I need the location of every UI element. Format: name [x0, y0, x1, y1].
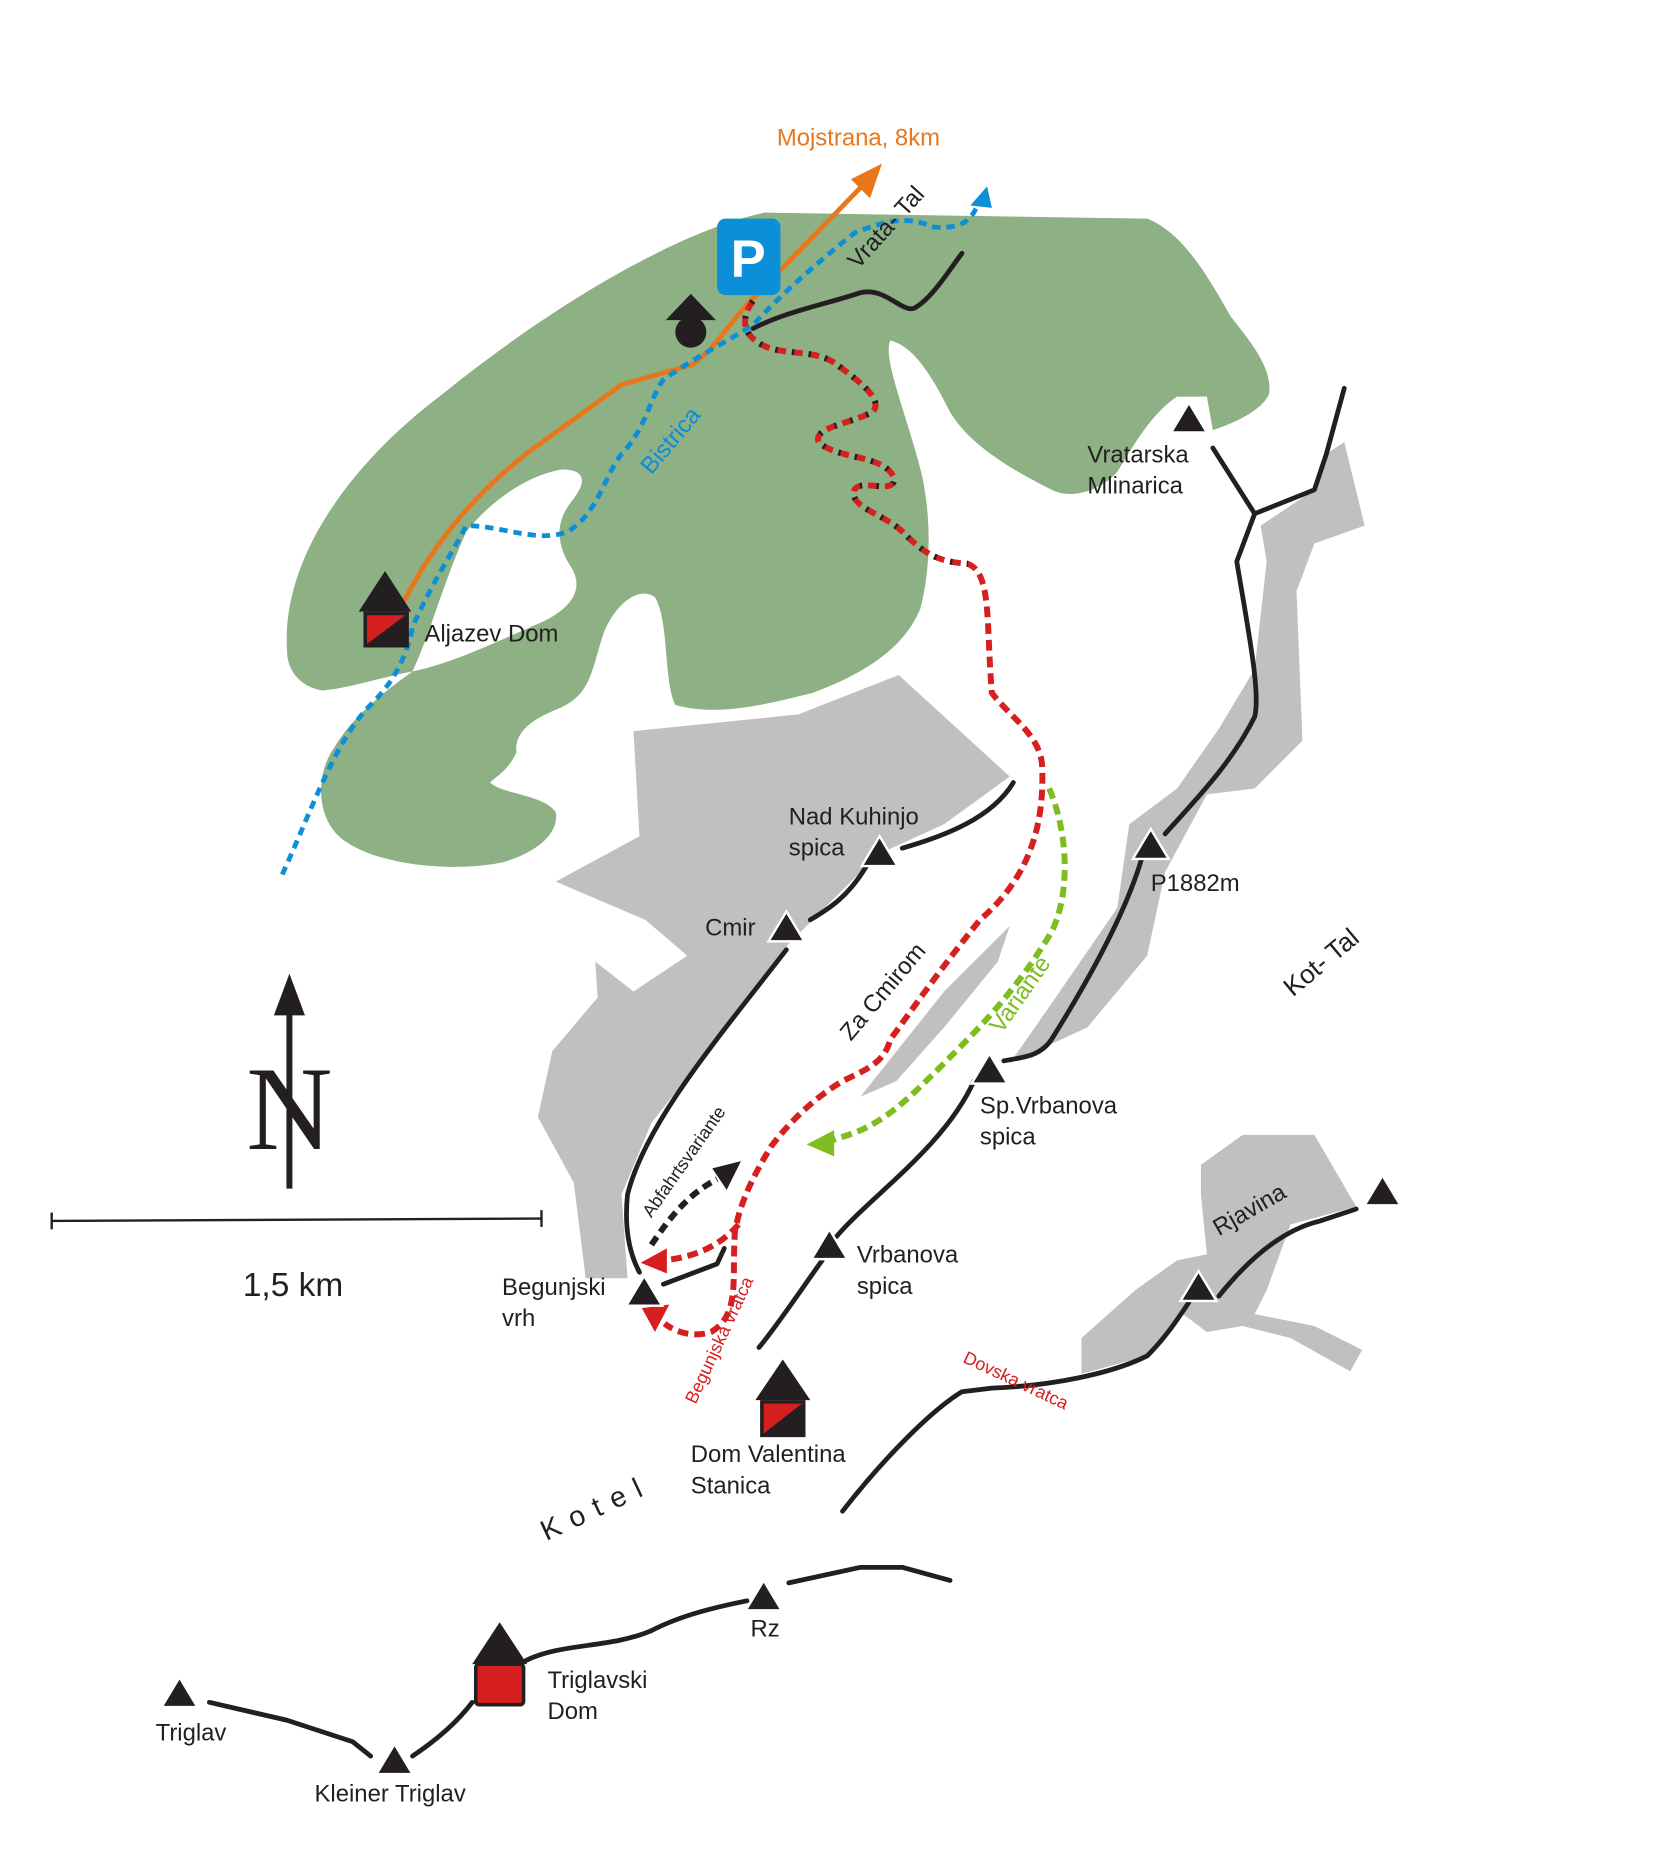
- stream-bistrica: [280, 204, 980, 876]
- label-vrbanova-spica: spica: [857, 1273, 913, 1300]
- parking-icon: P: [717, 218, 781, 296]
- ridge-vrata: [750, 250, 965, 331]
- label-mlinarica: Mlinarica: [1087, 472, 1183, 499]
- peak-rz-icon: [743, 1578, 784, 1612]
- label-vratarska: Vratarska: [1087, 441, 1189, 468]
- label-begunjska-vratca: Begunjska vratca: [681, 1274, 757, 1407]
- peak-p1882-icon: [1130, 826, 1171, 861]
- label-triglavski-dom: Dom: [547, 1698, 597, 1725]
- peak-begunjski-icon: [624, 1273, 665, 1307]
- forest-area: [286, 212, 1270, 867]
- svg-text:P: P: [731, 230, 766, 289]
- label-p1882: P1882m: [1151, 870, 1240, 897]
- hut-triglavski-dom-icon: [472, 1622, 528, 1707]
- hut-aljazev-dom-icon: [358, 571, 412, 648]
- trail-abfahrtsvariante: [648, 1176, 719, 1247]
- trail-variante: [829, 787, 1068, 1144]
- label-stanica: Stanica: [691, 1472, 771, 1499]
- trail-arrow-icon: [641, 1304, 670, 1333]
- label-sp-vrbanova: Sp.Vrbanova: [980, 1092, 1118, 1119]
- trail-branch-arrow-icon: [640, 1248, 667, 1274]
- label-triglav: Triglav: [156, 1720, 227, 1747]
- road-mojstrana: [400, 183, 865, 605]
- peak-vratarska-icon: [1168, 400, 1209, 434]
- label-cmir: Cmir: [705, 914, 755, 941]
- label-aljazev-dom: Aljazev Dom: [424, 621, 558, 648]
- peak-nad-kuhinjo-icon: [859, 833, 900, 868]
- ridge-rjavina: [1216, 1206, 1359, 1299]
- peak-rjavina-icon: [1178, 1268, 1219, 1303]
- label-begunjski-vrh: vrh: [502, 1305, 535, 1332]
- rock-area-east: [1009, 442, 1365, 1064]
- label-mojstrana: Mojstrana, 8km: [777, 125, 940, 152]
- peak-sp-vrbanova-icon: [969, 1051, 1010, 1085]
- label-rz: Rz: [751, 1616, 780, 1643]
- ridge-cmir: [807, 863, 869, 923]
- ridge-begunjski-east: [660, 1245, 727, 1287]
- ridge-rz: [786, 1564, 953, 1586]
- label-dom-valentina: Dom Valentina: [691, 1441, 847, 1468]
- variante-arrow-icon: [806, 1130, 835, 1157]
- ridge-dovska: [840, 1299, 1192, 1514]
- hut-dom-valentina-icon: [755, 1359, 811, 1438]
- chapel-icon: [665, 293, 716, 348]
- ridge-vratarska: [1162, 445, 1259, 837]
- ridge-nad-kuhinjo: [899, 780, 1016, 851]
- label-nad-kuhinjo: Nad Kuhinjo: [789, 803, 919, 830]
- ridge-kleiner: [410, 1699, 475, 1759]
- label-kotel: Kotel: [536, 1468, 657, 1547]
- north-arrow-icon: N: [246, 973, 333, 1189]
- scale-bar: 1,5 km: [50, 1210, 543, 1304]
- ridge-triglav: [206, 1699, 374, 1759]
- svg-text:N: N: [246, 1043, 332, 1175]
- peak-cmir-icon: [766, 909, 807, 943]
- rock-area-za-cmirom: [860, 925, 1010, 1097]
- ridge-vrbanova-south: [756, 1257, 825, 1350]
- peak-kleiner-triglav-icon: [374, 1741, 415, 1776]
- label-sp-vrbanova-spica: spica: [980, 1123, 1036, 1150]
- peak-triglav-icon: [159, 1674, 200, 1709]
- label-vrbanova: Vrbanova: [857, 1242, 959, 1269]
- stream-arrow-icon: [970, 186, 992, 208]
- label-kot-tal: Kot- Tal: [1277, 922, 1364, 1002]
- ridge-vrbanova: [834, 1078, 977, 1239]
- rock-area-rjavina: [1081, 1134, 1363, 1374]
- scale-label: 1,5 km: [243, 1267, 343, 1304]
- ridge-p1882: [1001, 857, 1144, 1064]
- road-arrow-icon: [850, 163, 882, 199]
- label-begunjski: Begunjski: [502, 1274, 606, 1301]
- trail-main: [662, 299, 1046, 1338]
- ridge-begunjski: [624, 947, 789, 1275]
- ridge-triglavski: [523, 1598, 750, 1663]
- trail-main-dots: [742, 299, 969, 567]
- label-triglavski: Triglavski: [547, 1667, 647, 1694]
- rock-area-central: [537, 674, 1010, 1279]
- clearing: [412, 469, 582, 672]
- peak-icons: [159, 400, 1403, 1776]
- trail-branch: [664, 1222, 741, 1264]
- label-kleiner-triglav: Kleiner Triglav: [315, 1780, 466, 1807]
- ridge-kot-branch: [1252, 385, 1347, 517]
- peak-vrbanova-icon: [809, 1226, 850, 1261]
- abfahrt-arrow-icon: [712, 1161, 741, 1190]
- label-nad-kuhinjo-spica: spica: [789, 834, 845, 861]
- peak-east-icon: [1362, 1173, 1403, 1207]
